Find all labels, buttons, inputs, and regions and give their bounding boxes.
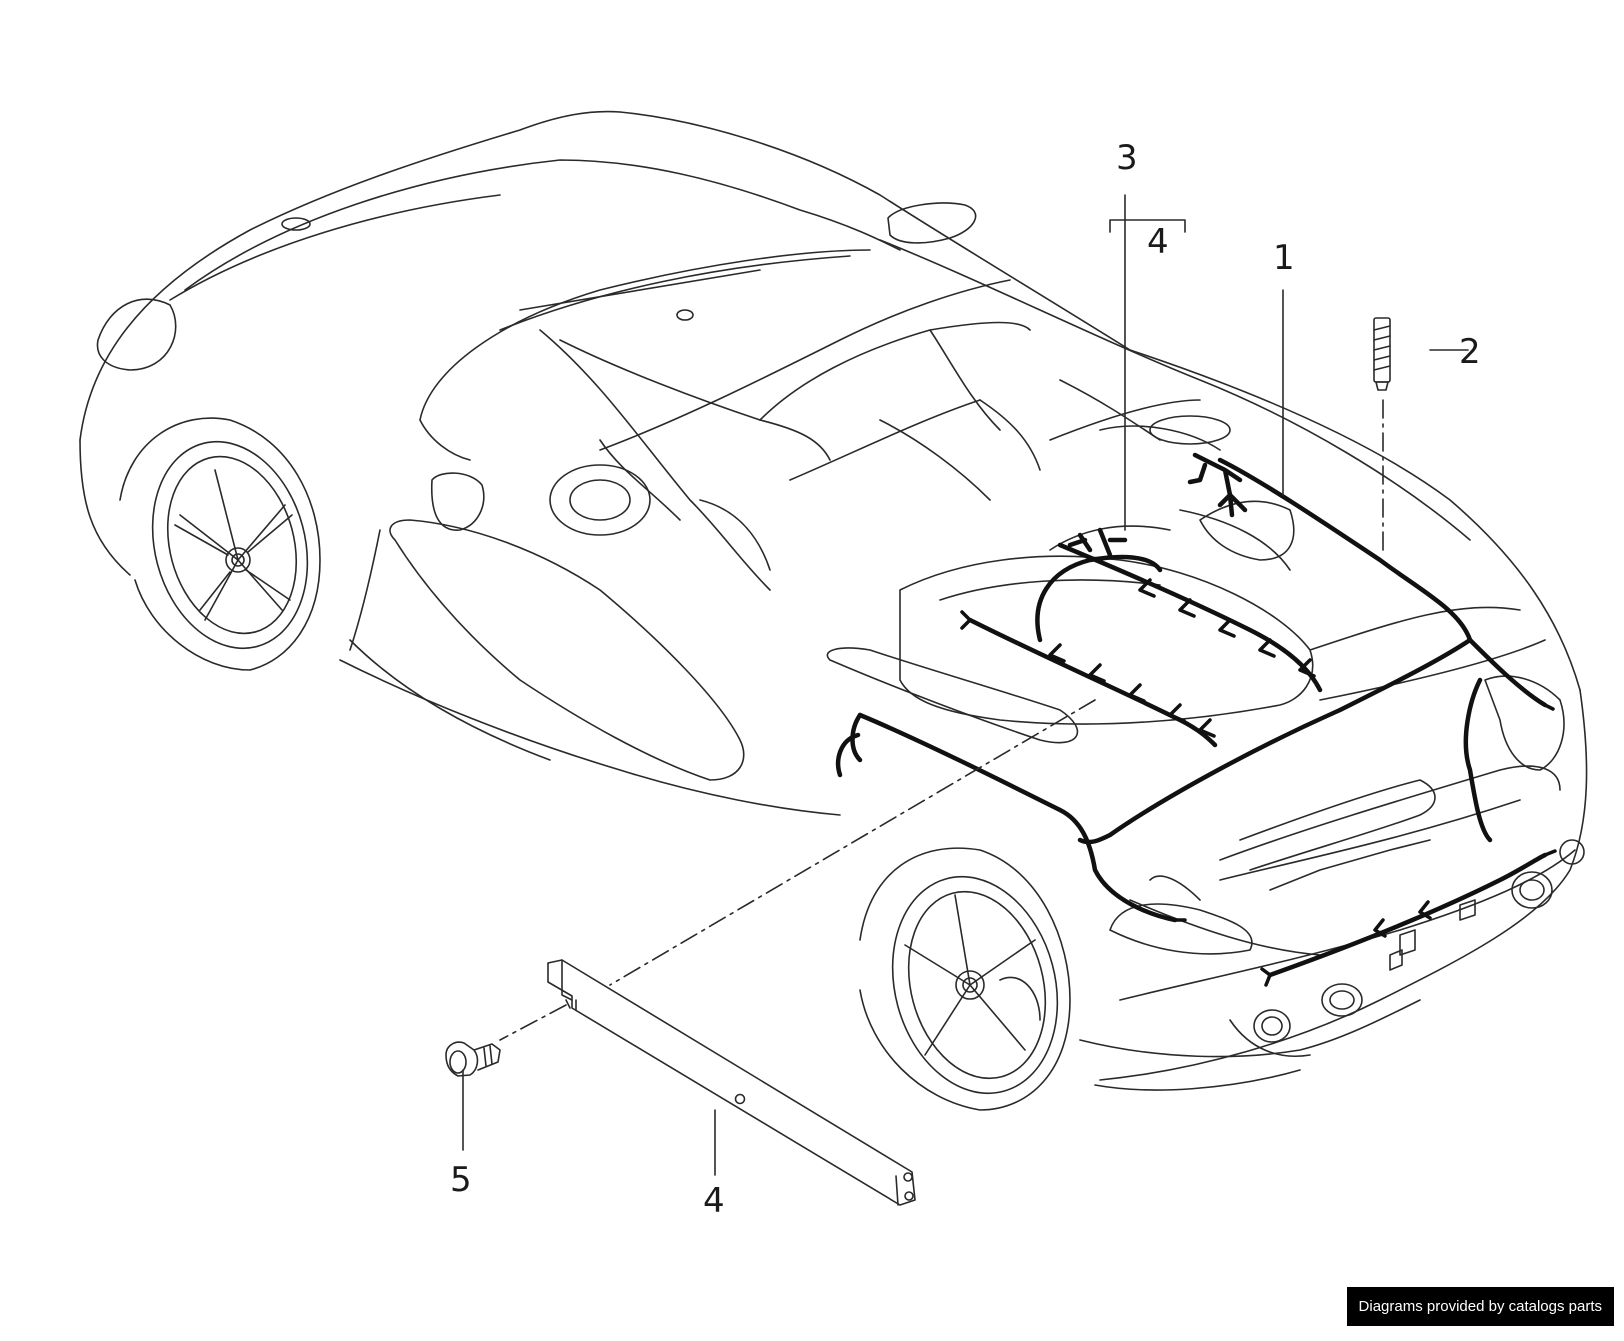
mounting-rail (547, 959, 916, 1206)
callout-label-4: 4 (703, 1181, 725, 1221)
callout-label-2: 2 (1459, 332, 1481, 372)
callout-label-5: 5 (450, 1160, 472, 1200)
stud-part (1373, 317, 1391, 391)
harness-connectors (960, 578, 1557, 987)
rear-wheel (859, 847, 1071, 1111)
callout-label-1: 1 (1273, 238, 1295, 278)
car-body (79, 110, 1588, 1091)
callout-leaders (462, 194, 1469, 1176)
watermark-badge: Diagrams provided by catalogs parts (1346, 1287, 1614, 1326)
callout-label-3-sub-4: 4 (1147, 222, 1169, 262)
callout-label-3: 3 (1116, 138, 1138, 178)
front-wheel (119, 417, 321, 671)
bolt-part (445, 1041, 501, 1077)
